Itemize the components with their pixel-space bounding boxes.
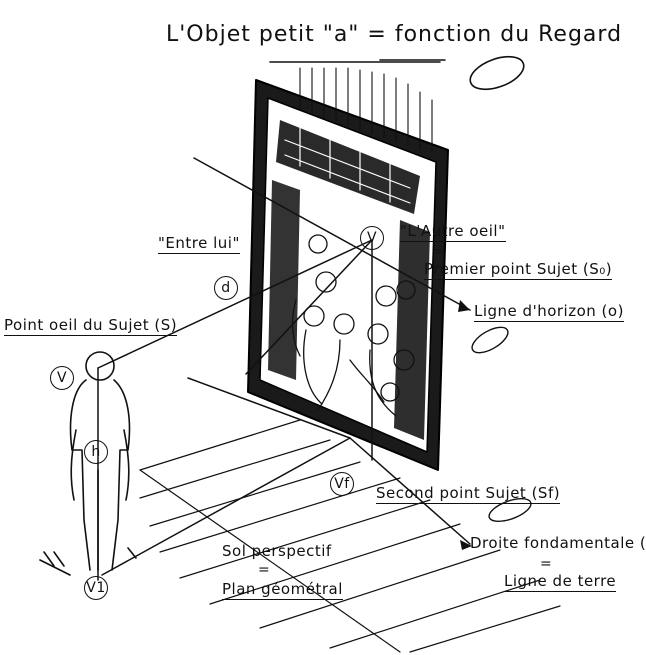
label-vf: Vf bbox=[330, 472, 354, 496]
label-v1: V1 bbox=[84, 576, 108, 600]
label-eq-1: = bbox=[432, 244, 444, 260]
label-eq-3: = bbox=[540, 556, 552, 572]
title: L'Objet petit "a" = fonction du Regard bbox=[166, 22, 622, 47]
label-sol-perspectif: Sol perspectif bbox=[222, 542, 332, 560]
label-h: h bbox=[84, 440, 108, 464]
label-vanishing-v: V bbox=[360, 226, 384, 250]
label-ligne-terre: Ligne de terre bbox=[504, 572, 616, 592]
label-autre-oeil: "L'Autre oeil" bbox=[400, 222, 506, 242]
label-point-oeil: Point oeil du Sujet (S) bbox=[4, 316, 177, 336]
label-entre-lui: "Entre lui" bbox=[158, 234, 240, 254]
label-second-point: Second point Sujet (Sf) bbox=[376, 484, 560, 504]
label-droite-fondamentale: Droite fondamentale (f) bbox=[470, 534, 646, 552]
arrows bbox=[458, 300, 472, 550]
title-underlines bbox=[270, 50, 528, 95]
label-d: d bbox=[214, 276, 238, 300]
label-ligne-horizon: Ligne d'horizon (o) bbox=[474, 302, 624, 322]
label-plan-geometral: Plan géométral bbox=[222, 580, 343, 600]
label-eq-2: = bbox=[258, 562, 270, 578]
label-v: V bbox=[50, 366, 74, 390]
label-premier-point: Premier point Sujet (S₀) bbox=[424, 260, 612, 280]
